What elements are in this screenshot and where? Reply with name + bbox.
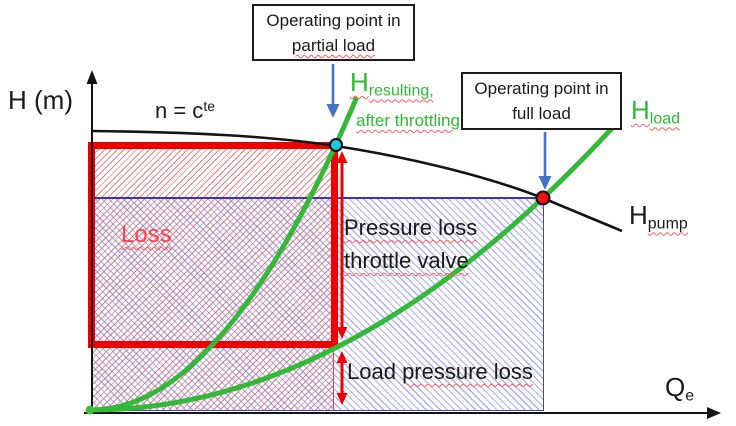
after-throttling-label: after throttling (356, 111, 460, 130)
throttle-valve-loss-line2: throttle valve (344, 248, 469, 273)
origin-point (85, 405, 95, 415)
loss-label: Loss (121, 221, 172, 248)
h-pump-label: Hpump (629, 201, 688, 233)
full-load-callout-box: Operating point in full load (461, 72, 622, 130)
constant-speed-label: n = cte (155, 98, 215, 123)
throttled-system-curve (88, 96, 359, 413)
x-axis-label-sub: e (685, 387, 695, 405)
h-resulting-subscript: resulting, (368, 82, 434, 100)
pump-curve (90, 129, 623, 233)
load-loss-arrowhead-down-icon (336, 393, 348, 405)
constant-speed-superscript: te (203, 98, 215, 114)
full-load-callout-line2: full load (512, 104, 571, 123)
load-loss-arrowhead-up-icon (336, 351, 348, 363)
partial-load-operating-point (329, 138, 343, 152)
full-load-callout-line1: Operating point in (474, 79, 609, 98)
h-resulting-main: H (350, 67, 369, 97)
partial-load-callout-line1: Operating point in (266, 11, 401, 30)
h-load-main: H (631, 95, 650, 125)
partial-load-callout-line2: partial load (291, 36, 376, 55)
x-axis-label-main: Q (665, 372, 686, 402)
throttle-valve-loss-label: Pressure loss throttle valve (344, 211, 477, 277)
h-pump-subscript: pump (647, 215, 688, 233)
throttle-loss-arrowhead-up-icon (336, 151, 348, 163)
x-axis-label: Qe (665, 373, 694, 405)
h-pump-main: H (629, 200, 648, 230)
y-axis-arrowhead-icon (86, 70, 98, 84)
full-load-operating-point (535, 190, 551, 206)
constant-speed-main: n = c (155, 98, 204, 123)
h-resulting-label: Hresulting, (350, 68, 434, 100)
blue-hatched-region (92, 197, 544, 411)
load-pressure-loss-label: Load pressure loss (347, 359, 533, 384)
load-pressure-loss-word1: Load (347, 359, 403, 384)
x-axis-arrowhead-icon (707, 407, 721, 419)
full-load-callout-arrowhead-icon (538, 176, 552, 190)
partial-load-callout-arrowhead-icon (326, 104, 340, 118)
throttle-valve-loss-line1: Pressure loss (344, 215, 478, 240)
h-load-subscript: load (649, 110, 681, 128)
h-load-label: Hload (631, 96, 680, 128)
y-axis-label: H (m) (8, 85, 73, 115)
partial-load-callout-box: Operating point in partial load (252, 4, 415, 61)
load-pressure-loss-rest: pressure loss (402, 359, 533, 384)
throttle-loss-arrowhead-down-icon (336, 327, 348, 339)
